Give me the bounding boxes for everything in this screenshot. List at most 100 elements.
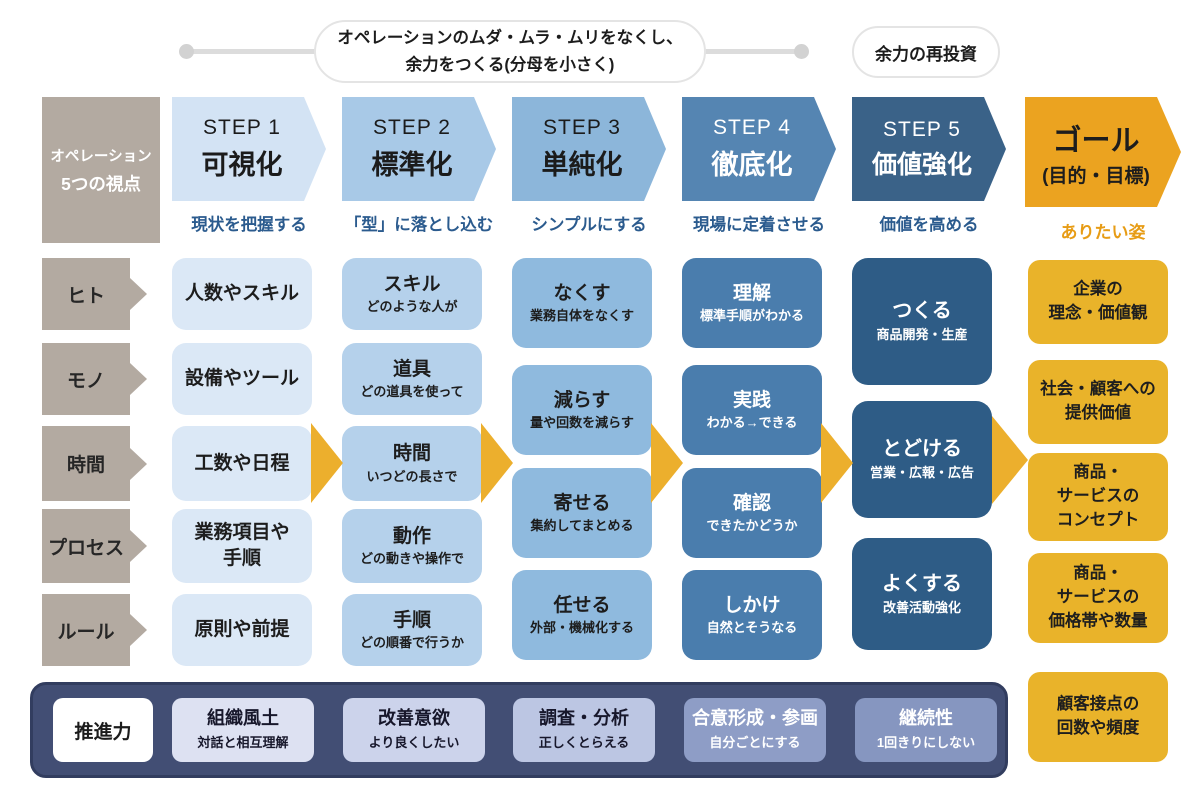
step1-arrow: STEP 1 可視化 — [172, 97, 326, 201]
step5-label: STEP 5 — [883, 117, 961, 141]
cell-sub: できたかどうか — [706, 518, 798, 534]
cell-step5-yokusuru: よくする 改善活動強化 — [852, 538, 992, 650]
cell-sub: どのような人が — [366, 299, 458, 315]
cell-step3-nakusu: なくす 業務自体をなくす — [512, 258, 652, 348]
cell-title: 動作 — [392, 525, 431, 547]
cell-sub: どの動きや操作で — [359, 551, 464, 567]
goal-arrow: ゴール (目的・目標) — [1025, 97, 1181, 207]
drive-item-sub: 自分ごとにする — [709, 734, 801, 750]
corner-line2: 5つの視点 — [61, 173, 141, 194]
drive-item-sub: 1回きりにしない — [876, 734, 976, 750]
step5-arrow: STEP 5 価値強化 — [852, 97, 1006, 201]
flow-arrow-icon — [481, 423, 513, 503]
cell-title: よくする — [882, 572, 962, 595]
drive-item-chousabunseki: 調査・分析 正しくとらえる — [513, 698, 655, 762]
cell-step2-jikan: 時間 いつどの長さで — [342, 426, 482, 501]
step1-title: 可視化 — [201, 150, 283, 180]
cell-sub: 量や回数を減らす — [530, 415, 634, 431]
step2-label: STEP 2 — [373, 116, 451, 139]
cell-sub: 集約してまとめる — [530, 518, 634, 534]
cell-title: 時間 — [392, 443, 431, 464]
drive-item-title: 改善意欲 — [378, 708, 450, 729]
cell-title: つくる — [892, 300, 952, 323]
step3-subtitle: シンプルにする — [531, 216, 647, 234]
step4-header: STEP 4 徹底化 現場に定着させる — [682, 97, 842, 235]
cell-step3-makaseru: 任せる 外部・機械化する — [512, 570, 652, 660]
drive-item-title: 合意形成・参画 — [692, 708, 818, 729]
step3-label: STEP 3 — [543, 116, 621, 139]
drive-item-title: 組織風土 — [207, 708, 279, 729]
corner-line1: オペレーション — [50, 148, 152, 165]
cell-title: スキル — [383, 273, 441, 295]
step3-title: 単純化 — [541, 150, 623, 180]
flow-arrow-icon — [992, 416, 1028, 504]
drive-item-sub: より良くしたい — [368, 734, 460, 750]
step5-title: 価値強化 — [871, 150, 972, 179]
viewpoints-corner-box: オペレーション 5つの視点 — [42, 97, 160, 243]
drive-bar: 推進力 組織風土 対話と相互理解 改善意欲 より良くしたい 調査・分析 正しくと… — [30, 682, 1008, 778]
flow-arrow-icon — [651, 423, 683, 503]
cell-title: なくす — [553, 282, 611, 304]
drive-item-kaizeniyoku: 改善意欲 より良くしたい — [343, 698, 485, 762]
step2-arrow: STEP 2 標準化 — [342, 97, 496, 201]
drive-item-title: 継続性 — [899, 708, 953, 729]
cell-step4-shikake: しかけ 自然とそうなる — [682, 570, 822, 660]
reinvest-note-text: 余力の再投資 — [875, 44, 977, 64]
cell-goal-teikyou: 社会・顧客への 提供価値 — [1028, 360, 1168, 444]
cell-step3-herasu: 減らす 量や回数を減らす — [512, 365, 652, 455]
cell-step2-dousa: 動作 どの動きや操作で — [342, 509, 482, 583]
step1-label: STEP 1 — [203, 116, 281, 139]
drive-item-sub: 正しくとらえる — [538, 734, 630, 750]
goal-title: ゴール — [1052, 124, 1140, 157]
row-label-process: プロセス — [42, 509, 130, 583]
step2-subtitle: 「型」に落とし込む — [344, 216, 494, 234]
cell-goal-sesshoku: 顧客接点の 回数や頻度 — [1028, 672, 1168, 762]
step3-arrow: STEP 3 単純化 — [512, 97, 666, 201]
flow-arrow-icon — [311, 423, 343, 503]
cell-step1-process: 業務項目や 手順 — [172, 509, 312, 583]
flow-arrow-icon — [821, 423, 853, 503]
step1-subtitle: 現状を把握する — [191, 216, 307, 234]
step4-subtitle: 現場に定着させる — [693, 216, 825, 234]
process-note-pill: オペレーションのムダ・ムラ・ムリをなくし、 余力をつくる(分母を小さく) — [314, 20, 706, 83]
cell-title: 手順 — [392, 609, 431, 631]
process-note-text: オペレーションのムダ・ムラ・ムリをなくし、 余力をつくる(分母を小さく) — [337, 29, 683, 74]
cell-sub: 営業・広報・広告 — [869, 465, 974, 481]
cell-step2-dougu: 道具 どの道具を使って — [342, 343, 482, 415]
cell-sub: 商品開発・生産 — [876, 327, 968, 343]
drive-label-box: 推進力 — [53, 698, 153, 762]
cell-sub: 業務自体をなくす — [529, 308, 634, 324]
cell-title: とどける — [882, 438, 962, 461]
cell-title: 実践 — [732, 389, 771, 411]
cell-sub: 標準手順がわかる — [699, 308, 804, 324]
reinvest-note-pill: 余力の再投資 — [852, 26, 1000, 78]
drive-item-soshikifudo: 組織風土 対話と相互理解 — [172, 698, 314, 762]
step4-title: 徹底化 — [711, 150, 793, 180]
step5-subtitle: 価値を高める — [879, 216, 979, 234]
cell-sub: いつどの長さで — [366, 468, 458, 484]
cell-title: 確認 — [732, 492, 771, 514]
cell-sub: 外部・機械化する — [529, 620, 634, 636]
step3-header: STEP 3 単純化 シンプルにする — [512, 97, 672, 235]
step2-header: STEP 2 標準化 「型」に落とし込む — [342, 97, 502, 235]
cell-title: 寄せる — [553, 492, 611, 514]
cell-step5-tsukuru: つくる 商品開発・生産 — [852, 258, 992, 385]
cell-sub: わかる→できる — [706, 415, 798, 431]
cell-goal-concept: 商品・ サービスの コンセプト — [1028, 453, 1168, 541]
cell-step1-rule: 原則や前提 — [172, 594, 312, 666]
cell-title: しかけ — [723, 594, 781, 616]
cell-step1-jikan: 工数や日程 — [172, 426, 312, 501]
cell-title: 任せる — [553, 594, 611, 616]
step4-label: STEP 4 — [713, 116, 791, 139]
drive-item-title: 調査・分析 — [539, 708, 629, 729]
drive-item-sub: 対話と相互理解 — [197, 734, 289, 750]
cell-step4-kakunin: 確認 できたかどうか — [682, 468, 822, 558]
cell-sub: 改善活動強化 — [882, 599, 961, 615]
cell-goal-rinen: 企業の 理念・価値観 — [1028, 260, 1168, 344]
row-label-hito: ヒト — [42, 258, 130, 330]
drive-item-goukeisei: 合意形成・参画 自分ごとにする — [684, 698, 826, 762]
cell-title: 道具 — [392, 358, 431, 380]
cell-step2-skill: スキル どのような人が — [342, 258, 482, 330]
cell-title: 減らす — [553, 389, 611, 411]
